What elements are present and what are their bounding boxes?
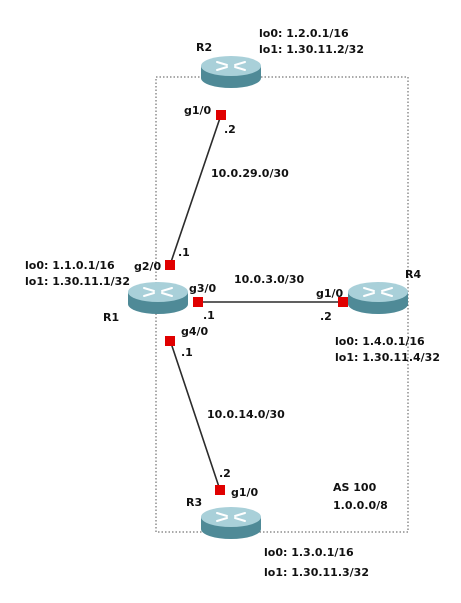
router-r1-lo1: lo1: 1.30.11.1/32: [25, 275, 130, 288]
host-r1-dot1-c: .1: [181, 346, 193, 359]
link-r1-r3-subnet: 10.0.14.0/30: [207, 408, 285, 421]
host-r1-dot1-b: .1: [203, 309, 215, 322]
link-r1-r2: [169, 114, 222, 266]
port-marker-r1-g3-0: [193, 297, 203, 307]
router-r1-lo0: lo0: 1.1.0.1/16: [25, 259, 115, 272]
interface-r4-g1-0: g1/0: [316, 287, 344, 300]
interface-r3-g1-0: g1/0: [231, 486, 259, 499]
router-r3-name: R3: [186, 496, 202, 509]
port-marker-r4-g1-0: [338, 297, 348, 307]
port-marker-r1-g4-0: [165, 336, 175, 346]
link-r1-r2-subnet: 10.0.29.0/30: [211, 167, 289, 180]
interface-r1-g2-0: g2/0: [134, 260, 162, 273]
interface-r2-g1-0: g1/0: [184, 104, 212, 117]
router-r3-lo0: lo0: 1.3.0.1/16: [264, 546, 354, 559]
router-r2-icon[interactable]: [200, 55, 262, 89]
port-marker-r2-g1-0: [216, 110, 226, 120]
router-r4-lo0: lo0: 1.4.0.1/16: [335, 335, 425, 348]
link-r1-r3: [169, 339, 221, 491]
host-r3-dot2: .2: [219, 467, 231, 480]
router-r4-name: R4: [405, 268, 421, 281]
router-r1-name: R1: [103, 311, 119, 324]
host-r1-dot1-a: .1: [178, 246, 190, 259]
interface-r1-g4-0: g4/0: [181, 325, 209, 338]
router-r2-lo0: lo0: 1.2.0.1/16: [259, 27, 349, 40]
router-r2-name: R2: [196, 41, 212, 54]
as-number-label: AS 100: [333, 481, 377, 494]
router-r3-lo1: lo1: 1.30.11.3/32: [264, 566, 369, 579]
router-r2-lo1: lo1: 1.30.11.2/32: [259, 43, 364, 56]
link-r1-r4-subnet: 10.0.3.0/30: [234, 273, 304, 286]
router-r3-icon[interactable]: [200, 506, 262, 540]
port-marker-r3-g1-0: [215, 485, 225, 495]
router-r1-icon[interactable]: [127, 281, 189, 315]
as-prefix-label: 1.0.0.0/8: [333, 499, 388, 512]
host-r4-dot2: .2: [320, 310, 332, 323]
port-marker-r1-g2-0: [165, 260, 175, 270]
router-r4-icon[interactable]: [347, 281, 409, 315]
interface-r1-g3-0: g3/0: [189, 282, 217, 295]
router-r4-lo1: lo1: 1.30.11.4/32: [335, 351, 440, 364]
host-r2-dot2: .2: [224, 123, 236, 136]
